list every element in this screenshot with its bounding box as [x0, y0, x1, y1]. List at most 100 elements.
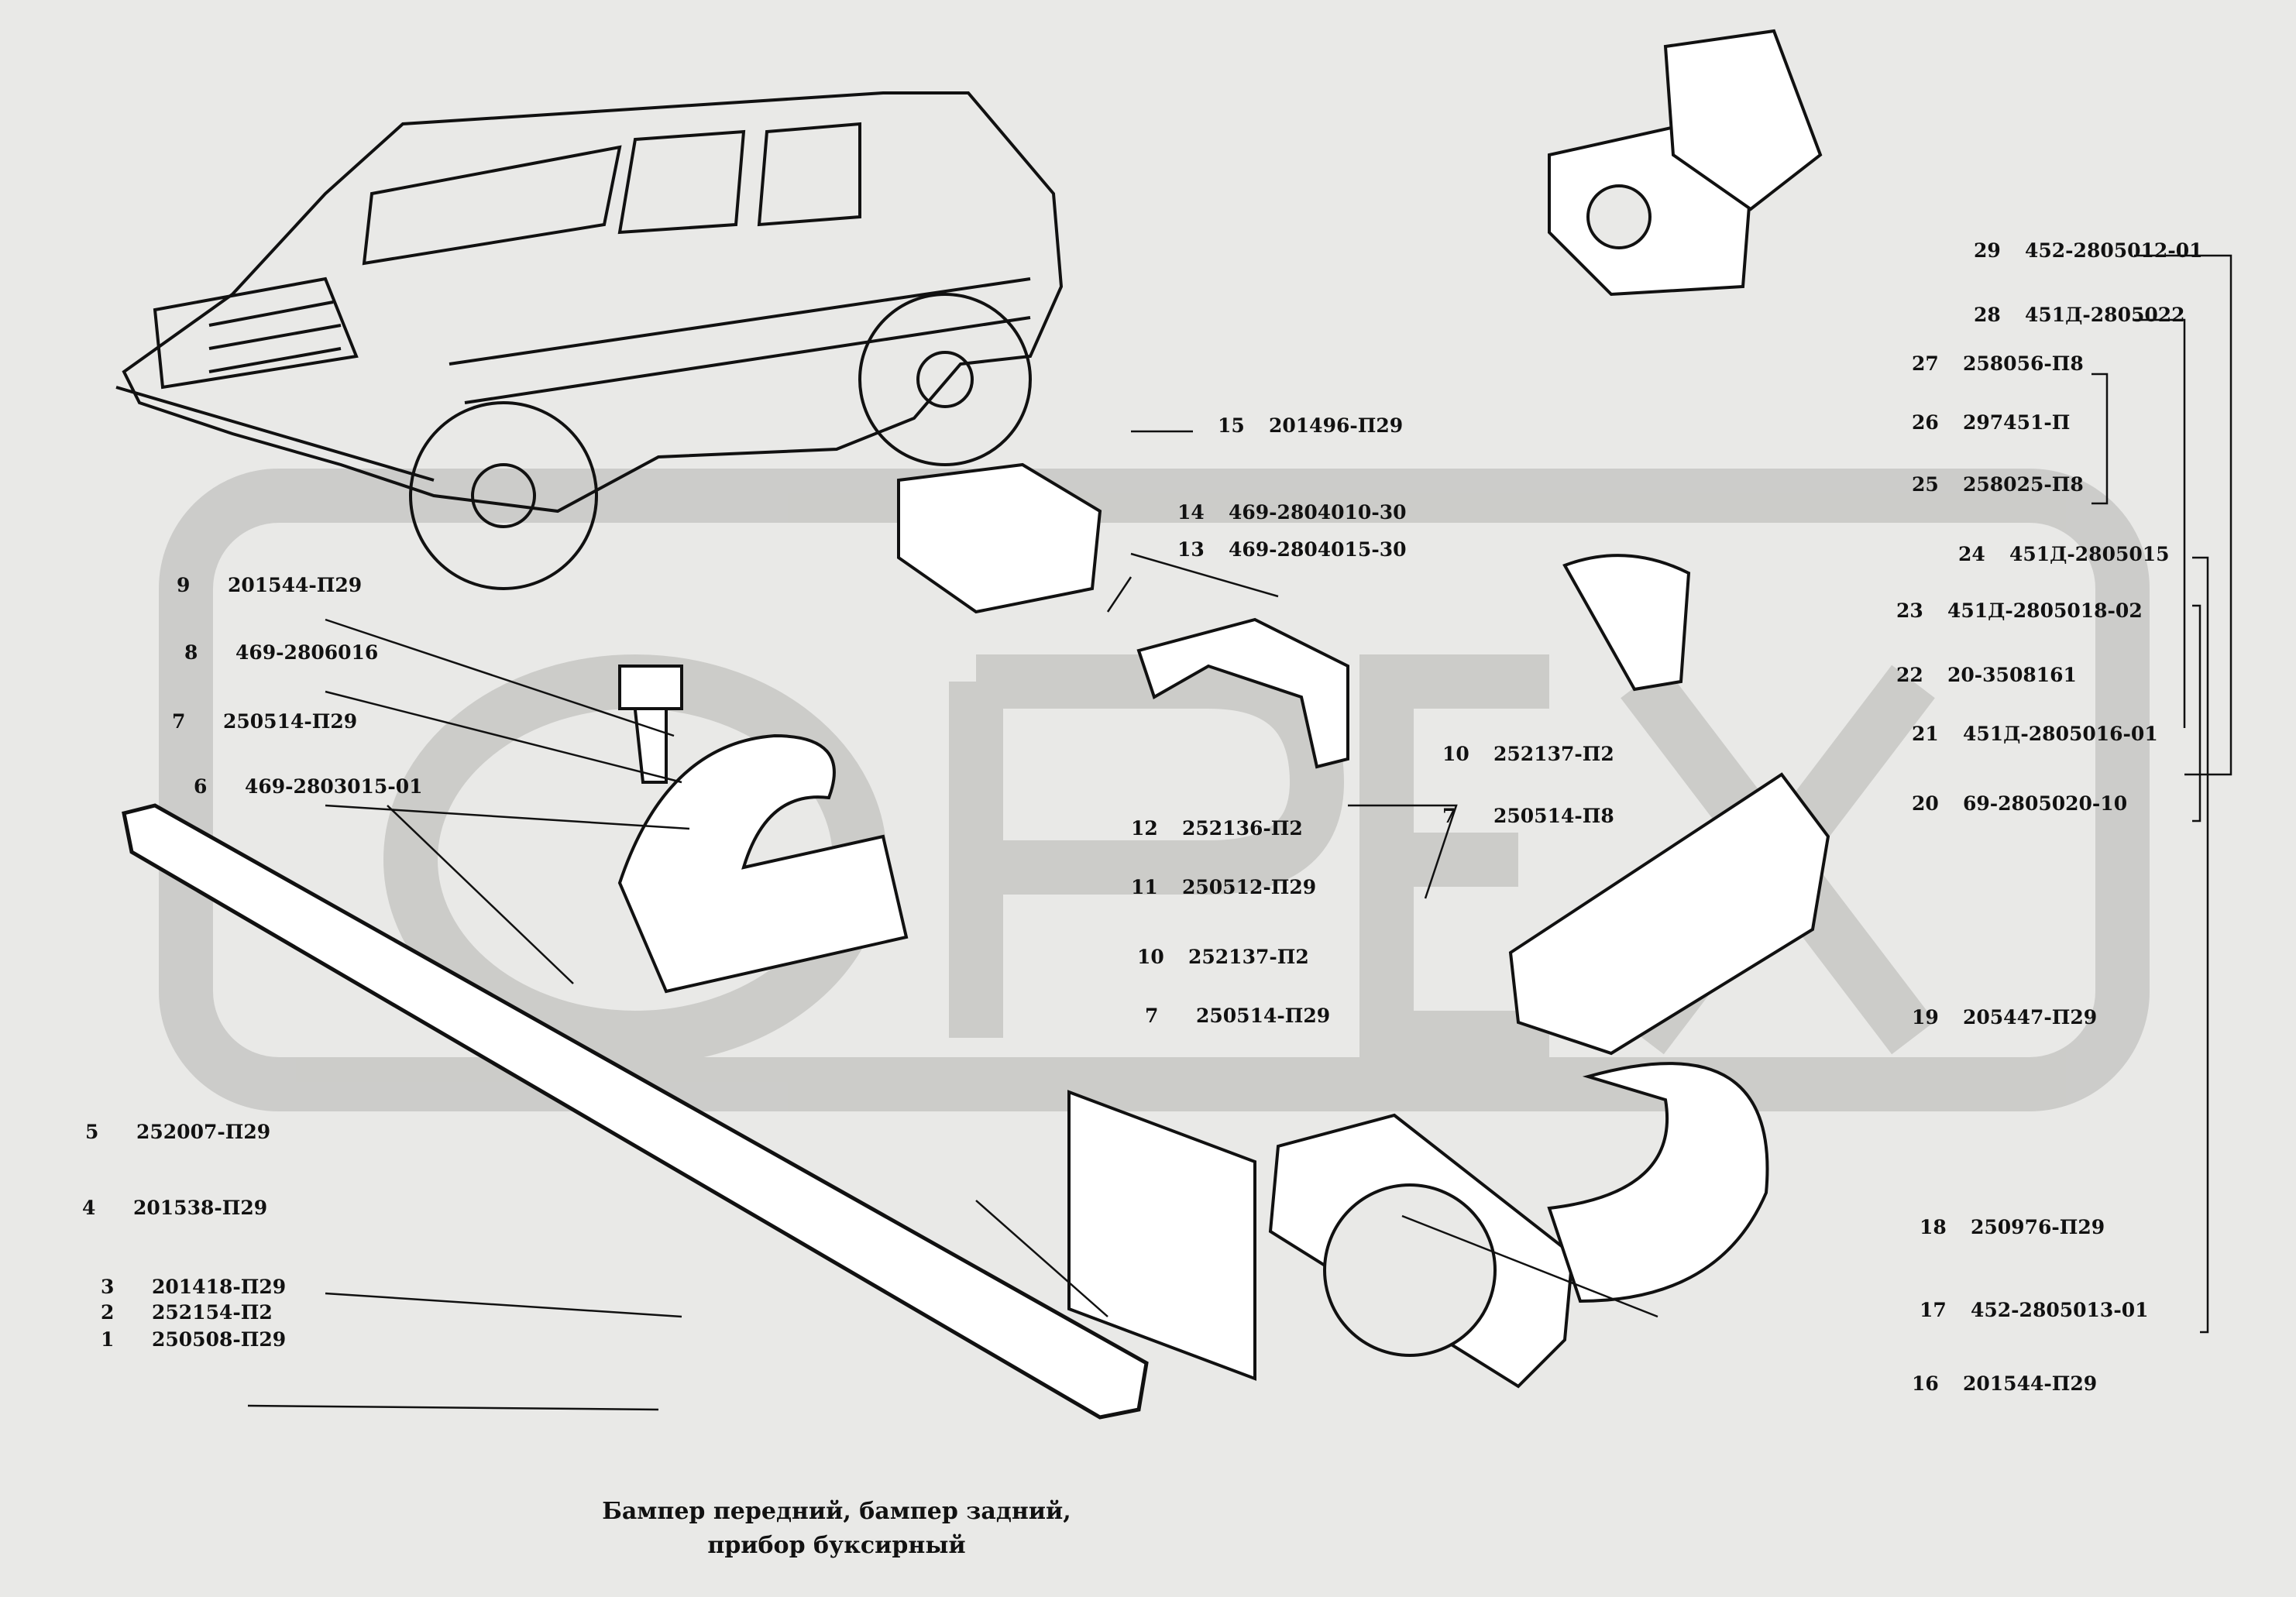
- callout-number: 26: [1912, 411, 1939, 434]
- callout-number: 7: [1442, 805, 1456, 827]
- callout-9: 9 201544-П29: [177, 575, 362, 596]
- callout-number: 5: [85, 1121, 99, 1143]
- callout-number: 29: [1974, 239, 2001, 262]
- callout-number: 14: [1177, 501, 1205, 524]
- callout-number: 9: [177, 574, 191, 596]
- callout-18: 18 250976-П29: [1920, 1217, 2105, 1238]
- callout-number: 27: [1912, 352, 1939, 375]
- part-number: 201496-П29: [1269, 414, 1404, 437]
- callout-10a: 10 252137-П2: [1442, 744, 1614, 765]
- callout-number: 21: [1912, 723, 1939, 745]
- part-number: 469-2803015-01: [245, 775, 423, 798]
- leader-lines: [247, 254, 2232, 1411]
- clamp-drawing: [897, 462, 1349, 769]
- part-number: 469-2806016: [235, 641, 379, 664]
- callout-number: 3: [101, 1276, 115, 1298]
- callout-number: 23: [1896, 599, 1923, 622]
- callout-number: 17: [1920, 1299, 1947, 1321]
- part-number: 258025-П8: [1963, 473, 2084, 496]
- part-number: 201544-П29: [1963, 1372, 2098, 1395]
- callout-number: 15: [1218, 414, 1245, 437]
- callout-27: 27 258056-П8: [1912, 353, 2084, 375]
- callout-number: 7: [172, 710, 186, 733]
- part-number: 69-2805020-10: [1963, 792, 2128, 815]
- part-number: 452-2805012-01: [2025, 239, 2203, 262]
- callout-6: 6 469-2803015-01: [194, 776, 423, 798]
- callout-number: 18: [1920, 1216, 1947, 1238]
- callout-2: 2 252154-П2: [101, 1302, 273, 1324]
- callout-number: 8: [184, 641, 198, 664]
- part-number: 250512-П29: [1182, 876, 1317, 898]
- callout-21: 21 451Д-2805016-01: [1912, 723, 2158, 745]
- callout-28: 28 451Д-2805022: [1974, 304, 2185, 326]
- front-hook-drawing: [617, 665, 909, 994]
- part-number: 252137-П2: [1188, 946, 1309, 968]
- part-number: 252007-П29: [136, 1121, 271, 1143]
- callout-26: 26 297451-П: [1912, 412, 2070, 434]
- callout-number: 12: [1131, 817, 1158, 840]
- callout-13: 13 469-2804015-30: [1177, 539, 1407, 561]
- callout-29: 29 452-2805012-01: [1974, 240, 2203, 262]
- part-number: 297451-П: [1963, 411, 2071, 434]
- part-number: 250514-П8: [1493, 805, 1614, 827]
- callout-number: 1: [101, 1328, 115, 1351]
- callout-11: 11 250512-П29: [1131, 877, 1316, 898]
- callout-8: 8 469-2806016: [184, 642, 378, 664]
- part-number: 469-2804015-30: [1229, 538, 1407, 561]
- part-number: 258056-П8: [1963, 352, 2084, 375]
- callout-7c: 7 250514-П29: [172, 711, 357, 733]
- callout-24: 24 451Д-2805015: [1958, 544, 2170, 565]
- part-number: 452-2805013-01: [1971, 1299, 2149, 1321]
- callout-15: 15 201496-П29: [1218, 415, 1403, 437]
- diagram-caption: Бампер передний, бампер задний, прибор б…: [589, 1495, 1084, 1563]
- callout-16: 16 201544-П29: [1912, 1373, 2097, 1395]
- callout-number: 10: [1137, 946, 1164, 968]
- caption-line-1: Бампер передний, бампер задний,: [602, 1498, 1071, 1525]
- callout-5: 5 252007-П29: [85, 1121, 270, 1143]
- part-number: 201418-П29: [152, 1276, 287, 1298]
- part-number: 250976-П29: [1971, 1216, 2105, 1238]
- part-number: 451Д-2805018-02: [1947, 599, 2143, 622]
- part-number: 250514-П29: [1196, 1005, 1331, 1027]
- callout-number: 10: [1442, 743, 1469, 765]
- callout-14: 14 469-2804010-30: [1177, 502, 1407, 524]
- part-number: 250508-П29: [152, 1328, 287, 1351]
- rear-hitch-drawing: [1067, 554, 1830, 1389]
- part-number: 201538-П29: [133, 1197, 268, 1219]
- callout-number: 11: [1131, 876, 1158, 898]
- vehicle-drawing: [115, 91, 1064, 590]
- part-number: 252137-П2: [1493, 743, 1614, 765]
- callout-number: 25: [1912, 473, 1939, 496]
- part-number: 451Д-2805022: [2025, 304, 2185, 326]
- hitch-top-drawing: [1548, 29, 1823, 297]
- callout-25: 25 258025-П8: [1912, 474, 2084, 496]
- part-number: 252154-П2: [152, 1301, 273, 1324]
- part-number: 252136-П2: [1182, 817, 1303, 840]
- part-number: 205447-П29: [1963, 1006, 2098, 1029]
- callout-number: 16: [1912, 1372, 1939, 1395]
- part-number: 201544-П29: [228, 574, 363, 596]
- callout-1: 1 250508-П29: [101, 1329, 286, 1351]
- part-number: 451Д-2805015: [2009, 543, 2170, 565]
- callout-20: 20 69-2805020-10: [1912, 793, 2127, 815]
- callout-17: 17 452-2805013-01: [1920, 1300, 2149, 1321]
- callout-number: 13: [1177, 538, 1205, 561]
- callout-number: 19: [1912, 1006, 1939, 1029]
- callout-number: 28: [1974, 304, 2001, 326]
- callout-number: 24: [1958, 543, 1985, 565]
- callout-number: 2: [101, 1301, 115, 1324]
- callout-number: 20: [1912, 792, 1939, 815]
- front-bumper-drawing: [122, 803, 1149, 1420]
- callout-12: 12 252136-П2: [1131, 818, 1303, 840]
- callout-number: 6: [194, 775, 208, 798]
- part-number: 451Д-2805016-01: [1963, 723, 2158, 745]
- callout-number: 22: [1896, 664, 1923, 686]
- part-number: 469-2804010-30: [1229, 501, 1407, 524]
- caption-line-2: прибор буксирный: [707, 1532, 966, 1559]
- part-number: 250514-П29: [223, 710, 358, 733]
- callout-3: 3 201418-П29: [101, 1276, 286, 1298]
